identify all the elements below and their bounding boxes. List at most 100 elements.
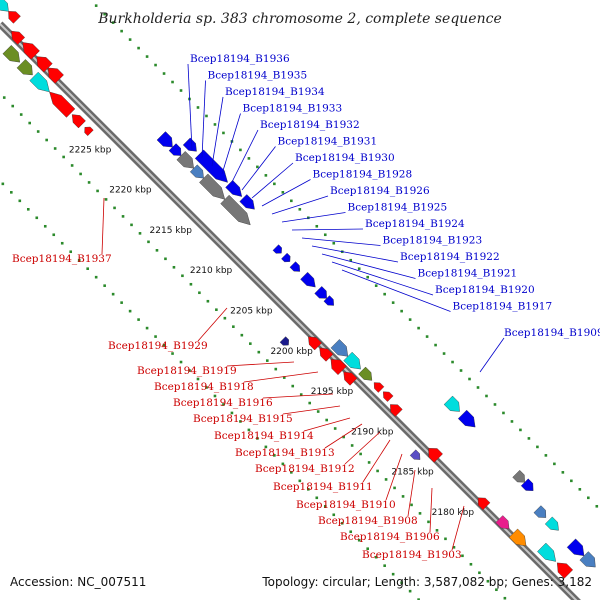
scale-dot <box>171 352 174 355</box>
scale-dot <box>198 291 201 295</box>
scale-dot <box>427 520 430 524</box>
forward-label-leader <box>331 261 434 296</box>
scale-dot <box>69 250 73 254</box>
gene-feature <box>168 143 182 156</box>
scale-dot <box>536 445 539 449</box>
reverse-gene-label: Bcep18194_B1916 <box>173 397 273 409</box>
scale-dot <box>206 299 210 303</box>
scale-dot <box>401 495 405 498</box>
scale-dot <box>77 258 81 262</box>
scale-dot <box>340 521 344 525</box>
scale-dot <box>113 206 116 210</box>
accession-text: Accession: NC_007511 <box>10 575 146 589</box>
forward-label-leader <box>201 80 206 159</box>
scale-dot <box>393 486 396 490</box>
gene-feature <box>457 409 476 428</box>
scale-dot <box>154 63 157 67</box>
scale-dot <box>130 223 133 227</box>
scale-dot <box>256 437 259 440</box>
scale-dot <box>332 513 336 517</box>
scale-dot <box>11 104 15 108</box>
forward-gene-label: Bcep18194_B1934 <box>225 86 325 98</box>
forward-label-leader <box>311 245 399 263</box>
gene-feature <box>512 469 525 483</box>
scale-dot <box>60 241 64 245</box>
scale-dot <box>468 377 471 381</box>
scale-dot <box>323 504 327 508</box>
scale-dot <box>213 394 217 398</box>
forward-label-leader <box>271 195 329 215</box>
scale-dot <box>342 435 345 439</box>
scale-dot <box>384 478 388 481</box>
outer-dot-track <box>1 182 420 600</box>
scale-dot <box>222 131 225 135</box>
scale-dot <box>145 55 149 58</box>
gene-feature <box>49 91 76 118</box>
scale-dot <box>188 369 191 372</box>
gene-feature <box>520 478 534 491</box>
scale-dot <box>281 191 285 194</box>
scale-dot <box>256 165 259 169</box>
gene-feature <box>71 114 86 129</box>
gene-feature <box>272 244 282 254</box>
scale-dot <box>43 224 47 228</box>
scale-dot <box>476 386 480 389</box>
scale-dot <box>298 208 302 211</box>
scale-dot <box>137 46 140 50</box>
kbp-tick-label: 2210 kbp <box>190 266 233 276</box>
scale-dot <box>425 335 429 338</box>
forward-gene-label: Bcep18194_B1921 <box>418 268 518 280</box>
scale-dot <box>264 445 268 449</box>
kbp-tick-label: 2215 kbp <box>150 226 193 236</box>
scale-dot <box>96 189 99 193</box>
scale-dot <box>111 292 115 296</box>
scale-dot <box>503 596 507 600</box>
map-title: Burkholderia sp. 383 chromosome 2, compl… <box>97 11 501 27</box>
scale-dot <box>332 241 336 245</box>
scale-dot <box>570 479 573 483</box>
scale-dot <box>444 537 447 541</box>
reverse-gene-label: Bcep18194_B1914 <box>214 430 314 442</box>
reverse-label-leader <box>451 505 465 551</box>
scale-dot <box>376 469 379 473</box>
kbp-tick-label: 2180 kbp <box>432 508 475 518</box>
forward-gene-label: Bcep18194_B1933 <box>243 103 343 115</box>
gene-feature <box>579 551 596 568</box>
scale-dot <box>26 208 30 211</box>
scale-dot <box>264 174 268 177</box>
scale-dot <box>544 454 548 457</box>
kbp-tick-label: 2195 kbp <box>311 387 354 397</box>
scale-dot <box>273 182 276 186</box>
scale-dot <box>578 488 582 491</box>
gene-feature <box>373 382 385 393</box>
forward-gene-label: Bcep18194_B1926 <box>330 185 430 197</box>
scale-dot <box>383 564 386 567</box>
forward-gene-label: Bcep18194_B1917 <box>453 301 553 313</box>
scale-dot <box>162 72 166 75</box>
scale-dot <box>94 275 98 279</box>
kbp-tick-label: 2225 kbp <box>69 145 112 155</box>
gene-feature <box>176 151 194 169</box>
scale-dot <box>87 181 91 184</box>
gene-feature <box>556 562 574 579</box>
scale-dot <box>391 301 395 304</box>
scale-dot <box>400 309 403 313</box>
forward-gene-label: Bcep18194_B1923 <box>383 235 483 247</box>
scale-dot <box>196 106 200 109</box>
scale-dot <box>282 376 286 379</box>
scale-dot <box>53 147 57 150</box>
scale-dot <box>383 292 386 296</box>
scale-dot <box>486 579 490 583</box>
gene-feature <box>428 448 443 463</box>
scale-dot <box>10 191 13 194</box>
reverse-label-leader <box>362 439 391 483</box>
scale-dot <box>417 326 420 330</box>
gene-feature <box>47 67 64 84</box>
scale-dot <box>128 309 132 313</box>
scale-dot <box>478 571 481 575</box>
gene-feature <box>281 252 291 263</box>
scale-dot <box>35 216 39 220</box>
kbp-tick-label: 2190 kbp <box>351 427 394 437</box>
gene-feature <box>29 71 50 93</box>
